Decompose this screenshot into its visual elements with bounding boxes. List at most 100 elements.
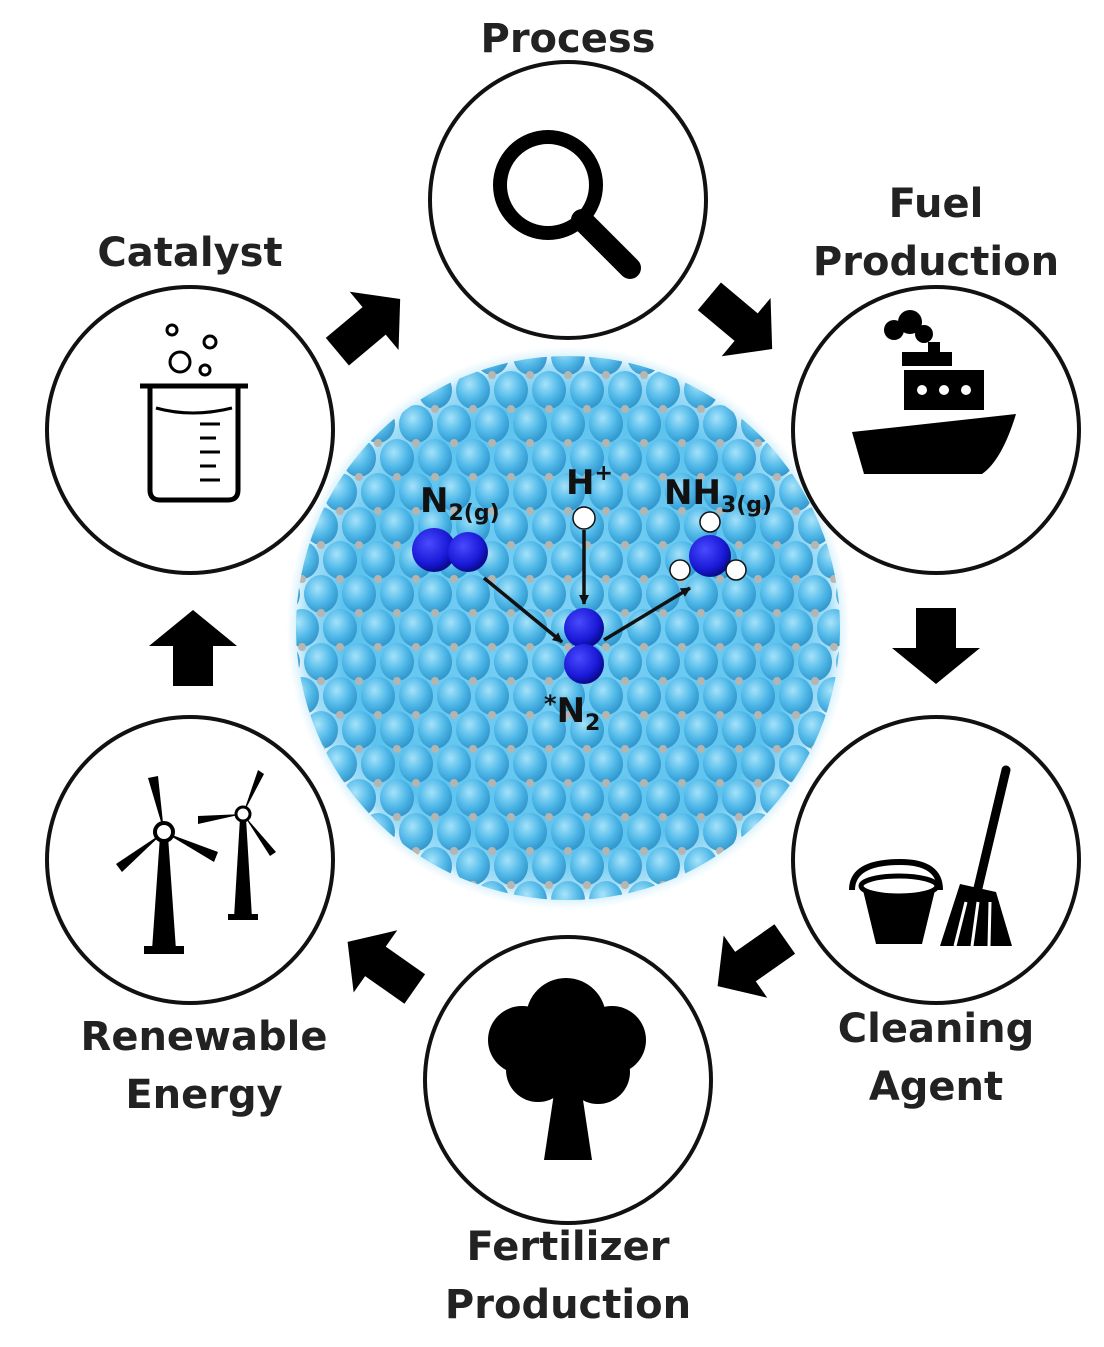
surface-site (317, 677, 325, 685)
n2-gas-label: N2(g) (420, 481, 500, 526)
surface-site (849, 677, 857, 685)
surface-site (431, 405, 439, 413)
surface-site (621, 881, 629, 889)
surface-atom (399, 609, 433, 647)
proton-atom (572, 506, 596, 530)
surface-site (735, 813, 743, 821)
surface-site (412, 575, 420, 583)
surface-site (393, 473, 401, 481)
surface-site (412, 371, 420, 379)
surface-atom (456, 643, 490, 681)
surface-atom (418, 711, 452, 749)
surface-atom (760, 575, 794, 613)
surface-site (355, 745, 363, 753)
surface-site (754, 371, 762, 379)
surface-site (697, 881, 705, 889)
surface-atom (589, 356, 623, 375)
surface-atom (589, 541, 623, 579)
bucket-mop-icon (849, 765, 1012, 947)
surface-site (564, 575, 572, 583)
surface-site (450, 575, 458, 583)
surface-site (697, 813, 705, 821)
catalyst-circle (45, 285, 335, 575)
process-circle (428, 60, 708, 340)
surface-atom (703, 405, 737, 443)
surface-site (412, 643, 420, 651)
surface-site (488, 371, 496, 379)
surface-atom (475, 473, 509, 511)
surface-atom (779, 541, 813, 579)
surface-site (716, 711, 724, 719)
surface-site (716, 643, 724, 651)
surface-site (640, 847, 648, 855)
surface-site (659, 337, 667, 345)
surface-site (792, 575, 800, 583)
surface-atom (380, 779, 414, 817)
surface-site (602, 643, 610, 651)
cleaning-agent-line-1: Cleaning (837, 1006, 1035, 1052)
surface-site (678, 711, 686, 719)
surface-site (507, 609, 515, 617)
ammonia-label: NH3(g) (664, 473, 772, 518)
surface-site (488, 439, 496, 447)
surface-atom (684, 439, 718, 477)
arrow-fertilizer-to-renewable (347, 930, 426, 1004)
surface-atom (589, 473, 623, 511)
surface-atom (494, 371, 528, 409)
surface-atom (570, 371, 604, 409)
surface-atom (380, 643, 414, 681)
surface-site (526, 847, 534, 855)
surface-site (754, 575, 762, 583)
surface-site (336, 575, 344, 583)
fuel-production-line-1: Fuel (888, 181, 984, 227)
surface-atom (532, 439, 566, 477)
surface-atom (741, 745, 775, 783)
surface-site (507, 337, 515, 345)
surface-site (545, 745, 553, 753)
surface-site (507, 541, 515, 549)
surface-atom (684, 575, 718, 613)
surface-site (545, 813, 553, 821)
surface-atom (551, 541, 585, 579)
surface-atom (570, 575, 604, 613)
surface-atom (475, 813, 509, 851)
surface-site (754, 711, 762, 719)
surface-atom (342, 711, 376, 749)
surface-site (716, 439, 724, 447)
surface-atom (296, 609, 319, 647)
surface-atom (722, 643, 756, 681)
catalyst-label: Catalyst (97, 230, 283, 276)
surface-site (393, 677, 401, 685)
surface-atom (418, 643, 452, 681)
surface-site (545, 609, 553, 617)
surface-atom (684, 711, 718, 749)
surface-site (564, 371, 572, 379)
surface-site (488, 847, 496, 855)
surface-atom (437, 473, 471, 511)
surface-site (621, 473, 629, 481)
surface-site (450, 507, 458, 515)
cleaning-agent-line-2: Agent (868, 1064, 1004, 1110)
surface-atom (513, 356, 547, 375)
fertilizer-production-line-1: Fertilizer (466, 1224, 670, 1270)
arrow-cleaning-to-fertilizer (717, 924, 796, 998)
surface-site (659, 473, 667, 481)
surface-atom (456, 371, 490, 409)
surface-atom (456, 847, 490, 885)
surface-atom (798, 643, 832, 681)
surface-site (697, 337, 705, 345)
surface-atom (551, 745, 585, 783)
surface-site (526, 439, 534, 447)
surface-site (678, 507, 686, 515)
beaker-icon (140, 323, 248, 503)
surface-site (545, 541, 553, 549)
surface-atom (532, 575, 566, 613)
surface-atom (494, 779, 528, 817)
surface-atom (399, 405, 433, 443)
arrow-adsorbed-to-ammonia (603, 586, 691, 642)
reaction-mechanism: N2(g) H+ NH3(g) *N2 (412, 461, 772, 736)
tree-icon (488, 978, 646, 1160)
surface-atom (437, 405, 471, 443)
surface-site (564, 711, 572, 719)
